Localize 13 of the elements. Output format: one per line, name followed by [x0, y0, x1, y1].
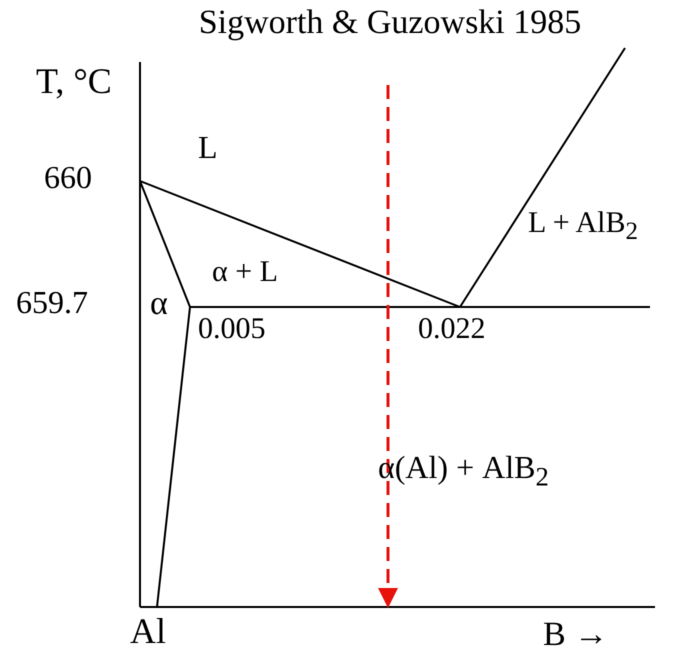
chart-title: Sigworth & Guzowski 1985 — [198, 4, 582, 42]
axis-label: α(Al) + AlB$_{2}$ — [378, 450, 549, 492]
axis-label: T, °C — [36, 62, 112, 102]
axis-label: L + AlB$_{2}$ — [528, 206, 638, 246]
axis-label: 0.005 — [198, 312, 266, 345]
axis-label: α — [150, 285, 168, 322]
axis-label: L — [198, 130, 218, 166]
axis-label: Al — [130, 612, 166, 652]
axis-label: 660 — [44, 160, 92, 196]
axis-label: 0.022 — [418, 312, 486, 345]
axis-label: 659.7 — [16, 285, 88, 320]
axis-label: α + L — [212, 255, 278, 288]
axis-label: B → — [543, 616, 608, 654]
